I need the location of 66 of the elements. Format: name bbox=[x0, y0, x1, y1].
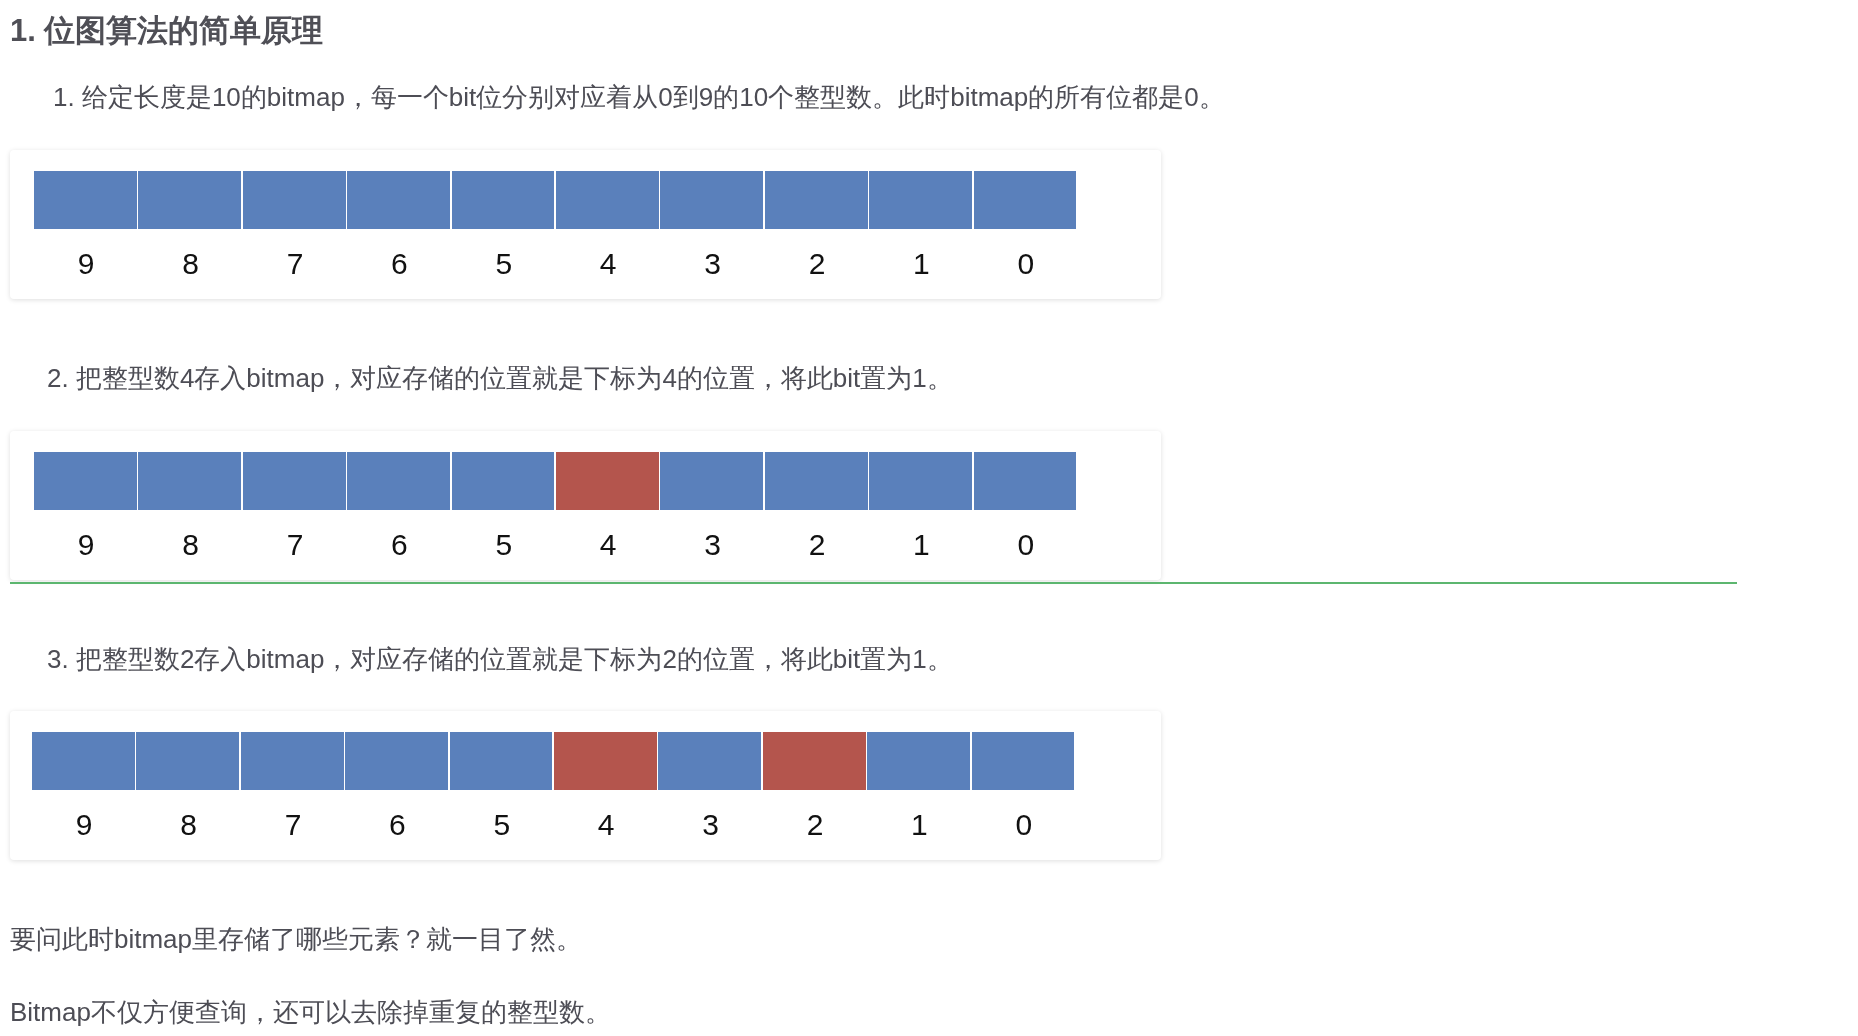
bit-index-label: 2 bbox=[805, 808, 825, 842]
bit-index-label: 5 bbox=[494, 528, 514, 562]
bit-index-label: 3 bbox=[701, 808, 720, 842]
bit-cell bbox=[556, 452, 659, 510]
bit-cell bbox=[138, 452, 242, 510]
bit-index-label: 4 bbox=[598, 528, 618, 562]
bit-index-label: 9 bbox=[76, 247, 96, 281]
bit-index-label: 9 bbox=[76, 528, 96, 562]
bit-index-label: 6 bbox=[388, 808, 407, 842]
bit-cell bbox=[554, 732, 657, 790]
bit-cell bbox=[451, 452, 555, 510]
bit-cell bbox=[660, 171, 764, 229]
bit-index-label: 3 bbox=[703, 528, 722, 562]
bit-index-label: 1 bbox=[910, 808, 929, 842]
bit-index-label: 4 bbox=[596, 808, 616, 842]
bit-index-label: 2 bbox=[807, 528, 827, 562]
bit-cell bbox=[971, 732, 1075, 790]
bit-cell bbox=[762, 732, 866, 790]
bit-cell bbox=[764, 452, 868, 510]
bit-cell bbox=[658, 732, 762, 790]
bit-index-label: 7 bbox=[285, 247, 305, 281]
bit-index-label: 6 bbox=[390, 247, 409, 281]
bit-cell bbox=[34, 171, 137, 229]
bit-index-label: 7 bbox=[283, 808, 303, 842]
bit-index-label: 5 bbox=[492, 808, 512, 842]
paragraph-text: 要问此时bitmap里存储了哪些元素？就一目了然。 bbox=[10, 923, 583, 956]
bit-index-label: 9 bbox=[74, 808, 94, 842]
list-item-text: 2. 把整型数4存入bitmap，对应存储的位置就是下标为4的位置，将此bit置为1。 bbox=[47, 362, 953, 395]
bit-index-label: 6 bbox=[390, 528, 409, 562]
bit-cell bbox=[32, 732, 135, 790]
bit-cell bbox=[345, 732, 448, 790]
bit-cell bbox=[138, 171, 242, 229]
bit-cell bbox=[973, 452, 1077, 510]
bit-index-label: 1 bbox=[912, 528, 931, 562]
bit-index-label: 7 bbox=[285, 528, 305, 562]
bit-cell bbox=[660, 452, 764, 510]
list-item-text: 1. 给定长度是10的bitmap，每一个bit位分别对应着从0到9的10个整型数。此时bitmap的所有位都是0。 bbox=[53, 81, 1225, 114]
bit-cell bbox=[347, 452, 450, 510]
bit-index-label: 0 bbox=[1014, 808, 1034, 842]
bit-cell bbox=[451, 171, 555, 229]
paragraph-text: Bitmap不仅方便查询，还可以去除掉重复的整型数。 bbox=[10, 996, 611, 1029]
bit-index-label: 0 bbox=[1016, 247, 1036, 281]
bit-index-label: 8 bbox=[179, 808, 198, 842]
bit-cell bbox=[136, 732, 240, 790]
bit-cell bbox=[764, 171, 868, 229]
section-heading: 1. 位图算法的简单原理 bbox=[10, 12, 324, 50]
bit-cell bbox=[34, 452, 137, 510]
bit-index-label: 4 bbox=[598, 247, 618, 281]
bit-cell bbox=[240, 732, 344, 790]
bit-index-label: 5 bbox=[494, 247, 514, 281]
list-item-text: 3. 把整型数2存入bitmap，对应存储的位置就是下标为2的位置，将此bit置为1。 bbox=[47, 643, 953, 676]
bit-index-label: 8 bbox=[181, 247, 200, 281]
bit-cell bbox=[973, 171, 1077, 229]
bit-cell bbox=[242, 171, 346, 229]
bit-index-label: 1 bbox=[912, 247, 931, 281]
bit-cell bbox=[869, 171, 972, 229]
bit-index-label: 0 bbox=[1016, 528, 1036, 562]
bit-cell bbox=[449, 732, 553, 790]
bit-index-label: 8 bbox=[181, 528, 200, 562]
bit-cell bbox=[869, 452, 972, 510]
bit-cell bbox=[556, 171, 659, 229]
bit-cell bbox=[242, 452, 346, 510]
bit-cell bbox=[347, 171, 450, 229]
bit-index-label: 2 bbox=[807, 247, 827, 281]
bit-index-label: 3 bbox=[703, 247, 722, 281]
bit-cell bbox=[867, 732, 970, 790]
